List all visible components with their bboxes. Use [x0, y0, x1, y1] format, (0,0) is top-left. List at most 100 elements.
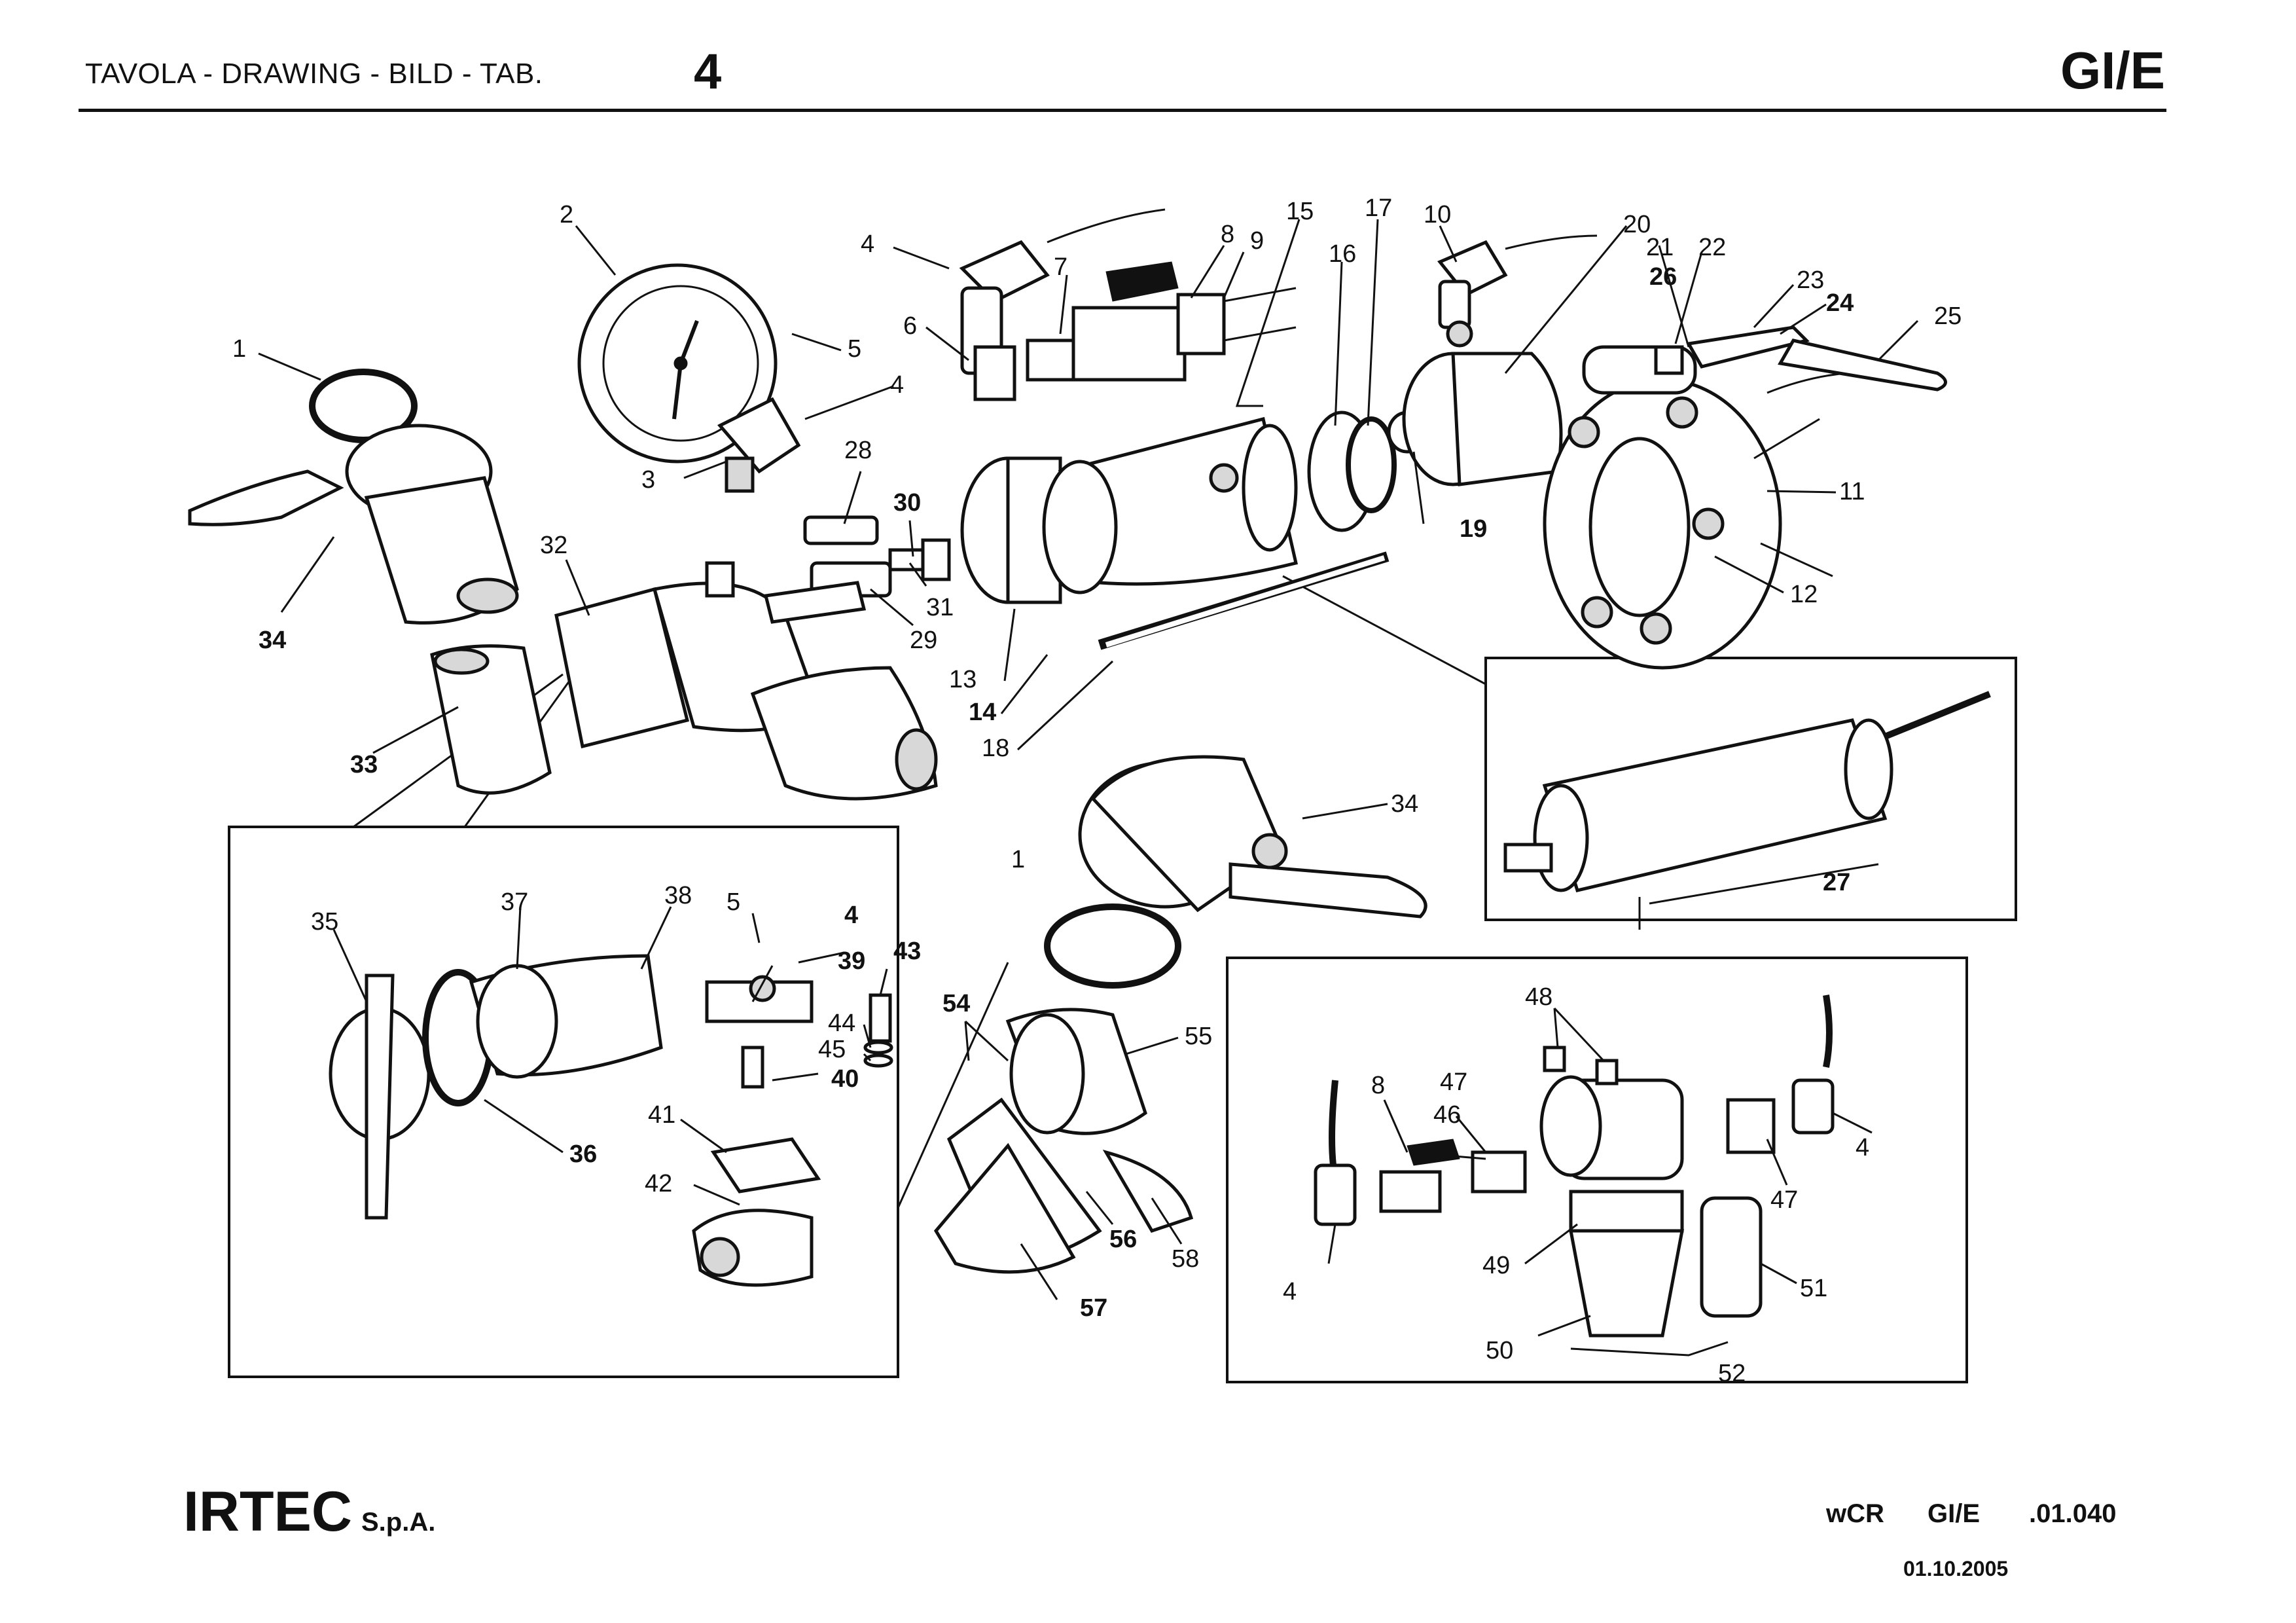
callout-49: 49 — [1482, 1252, 1510, 1279]
callout-36: 36 — [569, 1140, 597, 1168]
callout-5: 5 — [848, 335, 861, 363]
company-name-text: IRTEC — [183, 1480, 352, 1543]
callout-2: 2 — [560, 201, 573, 228]
callout-8-inset: 8 — [1371, 1072, 1385, 1099]
inset-cylinder-parts — [1503, 691, 1991, 905]
part-o-ring-center — [1044, 903, 1181, 989]
company-suffix: S.p.A. — [361, 1508, 436, 1537]
part-valve-lever — [1654, 325, 1947, 392]
callout-48: 48 — [1525, 983, 1552, 1011]
part-o-ring — [309, 369, 418, 443]
callout-22: 22 — [1698, 234, 1726, 261]
callout-15: 15 — [1286, 198, 1314, 225]
part-pressure-gauge — [577, 263, 801, 493]
company-name: IRTEC S.p.A. — [183, 1480, 435, 1544]
callout-57: 57 — [1080, 1294, 1107, 1322]
callout-44: 44 — [828, 1010, 855, 1037]
callout-52: 52 — [1718, 1360, 1746, 1387]
part-cam-coupling-center — [1078, 755, 1427, 919]
callout-6: 6 — [903, 312, 917, 340]
callout-29: 29 — [910, 627, 937, 654]
callout-41: 41 — [648, 1101, 675, 1129]
leader-lines — [258, 219, 1919, 1357]
part-butterfly-valve — [1543, 345, 1899, 670]
callout-34-center: 34 — [1391, 790, 1418, 818]
callout-50: 50 — [1486, 1337, 1513, 1364]
callout-14: 14 — [969, 699, 996, 726]
drawing-number: 4 — [694, 44, 722, 100]
callout-8: 8 — [1221, 221, 1234, 248]
callout-7: 7 — [1054, 253, 1067, 281]
inset-leader-cylinder — [1282, 575, 1486, 685]
callout-26: 26 — [1649, 263, 1677, 291]
callout-31: 31 — [926, 594, 954, 621]
callout-47-left: 47 — [1440, 1068, 1467, 1096]
callout-23: 23 — [1797, 266, 1824, 294]
callout-13: 13 — [949, 666, 977, 693]
part-ball-valve-upper — [959, 208, 1297, 401]
callout-45: 45 — [818, 1036, 846, 1063]
callout-16: 16 — [1329, 240, 1356, 268]
callout-32: 32 — [540, 532, 567, 559]
callout-54: 54 — [942, 990, 970, 1017]
part-piston-rod — [1098, 551, 1390, 650]
callout-12: 12 — [1790, 581, 1818, 608]
callout-51: 51 — [1800, 1275, 1827, 1302]
callout-34-left: 34 — [259, 627, 286, 654]
callout-18: 18 — [982, 735, 1009, 762]
inset-leader-hose — [897, 962, 1009, 1209]
callout-46: 46 — [1433, 1101, 1461, 1129]
part-flange-adapter — [1402, 320, 1563, 486]
callout-5-inset: 5 — [726, 888, 740, 916]
callout-30: 30 — [893, 489, 921, 517]
inset-frame-cylinder-assembly — [1484, 657, 2017, 921]
inset-frame-filter-assembly — [1226, 957, 1968, 1383]
inset-filter-parts — [1314, 994, 1835, 1338]
inset-frame-valve-assembly — [228, 826, 899, 1378]
callout-55: 55 — [1185, 1023, 1212, 1050]
callout-43: 43 — [893, 938, 921, 965]
doc-prefix: wCR — [1826, 1499, 1884, 1528]
header-rule — [79, 109, 2166, 112]
callout-17: 17 — [1365, 194, 1392, 222]
callout-labels: 1 2 3 4 4 5 6 7 8 9 10 11 12 13 14 18 15… — [232, 194, 1962, 1387]
callout-4-upper: 4 — [861, 230, 874, 258]
doc-ref: .01.040 — [2029, 1499, 2117, 1528]
inset-hose-parts — [933, 1008, 1194, 1274]
callout-28: 28 — [844, 437, 872, 464]
part-clevis-fittings — [763, 515, 951, 624]
callout-39: 39 — [838, 947, 865, 975]
callout-4-filter-left: 4 — [1283, 1278, 1297, 1305]
callout-42: 42 — [645, 1170, 672, 1197]
callout-19: 19 — [1460, 515, 1487, 543]
callout-47-right: 47 — [1770, 1186, 1798, 1214]
callout-11: 11 — [1839, 478, 1865, 505]
callout-9: 9 — [1250, 227, 1264, 255]
callout-4-inset: 4 — [844, 902, 858, 929]
callout-21: 21 — [1646, 234, 1674, 261]
callout-40: 40 — [831, 1065, 859, 1093]
callout-1: 1 — [232, 335, 246, 363]
part-cam-coupling-left — [188, 424, 519, 625]
doc-date: 01.10.2005 — [1903, 1557, 2009, 1580]
callout-20: 20 — [1623, 211, 1651, 238]
part-elbow-fitting — [1437, 234, 1598, 329]
callout-38: 38 — [664, 882, 692, 909]
callout-56: 56 — [1109, 1226, 1137, 1253]
callout-33: 33 — [350, 751, 378, 778]
inset-valve-parts — [329, 954, 893, 1287]
callout-3: 3 — [641, 466, 655, 494]
drawing-label: TAVOLA - DRAWING - BILD - TAB. — [85, 58, 543, 90]
callout-4-gauge: 4 — [890, 371, 904, 399]
callout-4-filter-right: 4 — [1856, 1134, 1869, 1161]
callout-1-center: 1 — [1011, 846, 1025, 873]
callout-27: 27 — [1823, 869, 1850, 896]
callout-24: 24 — [1826, 289, 1854, 317]
callout-58: 58 — [1172, 1245, 1199, 1273]
callout-35: 35 — [311, 908, 338, 936]
part-cylinder-barrel — [1042, 410, 1397, 594]
callout-37: 37 — [501, 888, 528, 916]
callout-25: 25 — [1934, 302, 1962, 330]
doc-model: GI/E — [1928, 1499, 1981, 1528]
